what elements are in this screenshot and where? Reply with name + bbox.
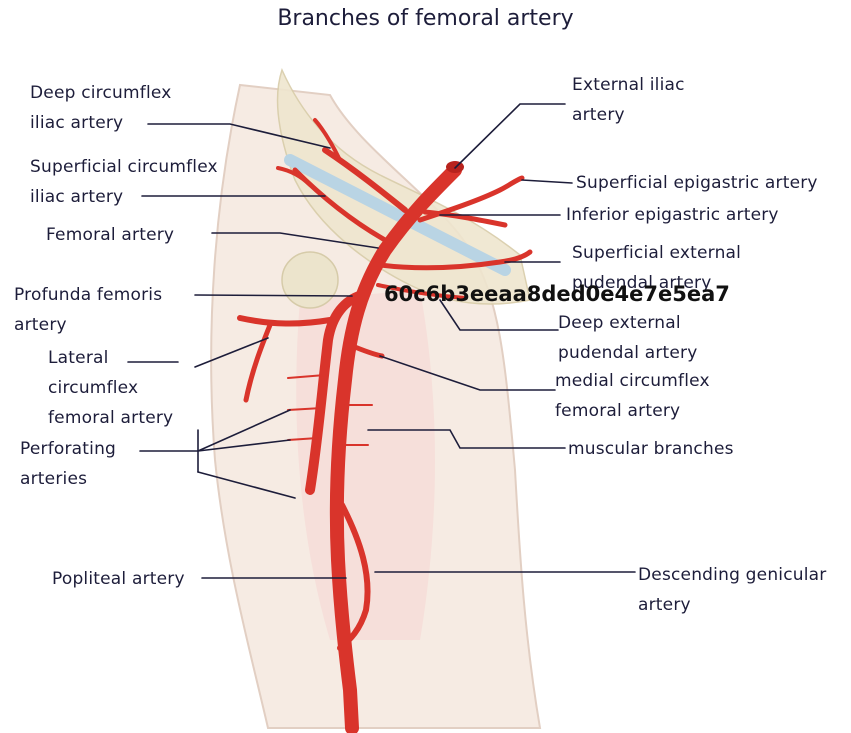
label-superficial-epigastric: Superficial epigastric artery bbox=[576, 168, 818, 198]
label-popliteal-artery: Popliteal artery bbox=[52, 564, 185, 594]
label-profunda-femoris: Profunda femoris artery bbox=[14, 280, 162, 340]
label-muscular-branches: muscular branches bbox=[568, 434, 734, 464]
label-superficial-circumflex-iliac: Superficial circumflex iliac artery bbox=[30, 152, 218, 212]
label-external-iliac: External iliac artery bbox=[572, 70, 685, 130]
label-perforating-arteries: Perforating arteries bbox=[20, 434, 116, 494]
label-lateral-circumflex-femoral: Lateral circumflex femoral artery bbox=[48, 343, 173, 433]
diagram-title: Branches of femoral artery bbox=[0, 6, 851, 31]
femoral-head bbox=[282, 252, 338, 308]
watermark-id: 60c6b3eeaa8ded0e4e7e5ea7 bbox=[384, 282, 730, 306]
label-femoral-artery: Femoral artery bbox=[46, 220, 174, 250]
label-deep-circumflex-iliac: Deep circumflex iliac artery bbox=[30, 78, 172, 138]
label-descending-genicular: Descending genicular artery bbox=[638, 560, 826, 620]
label-inferior-epigastric: Inferior epigastric artery bbox=[566, 200, 779, 230]
label-deep-external-pudendal: Deep external pudendal artery bbox=[558, 308, 698, 368]
label-medial-circumflex-femoral: medial circumflex femoral artery bbox=[555, 366, 710, 426]
